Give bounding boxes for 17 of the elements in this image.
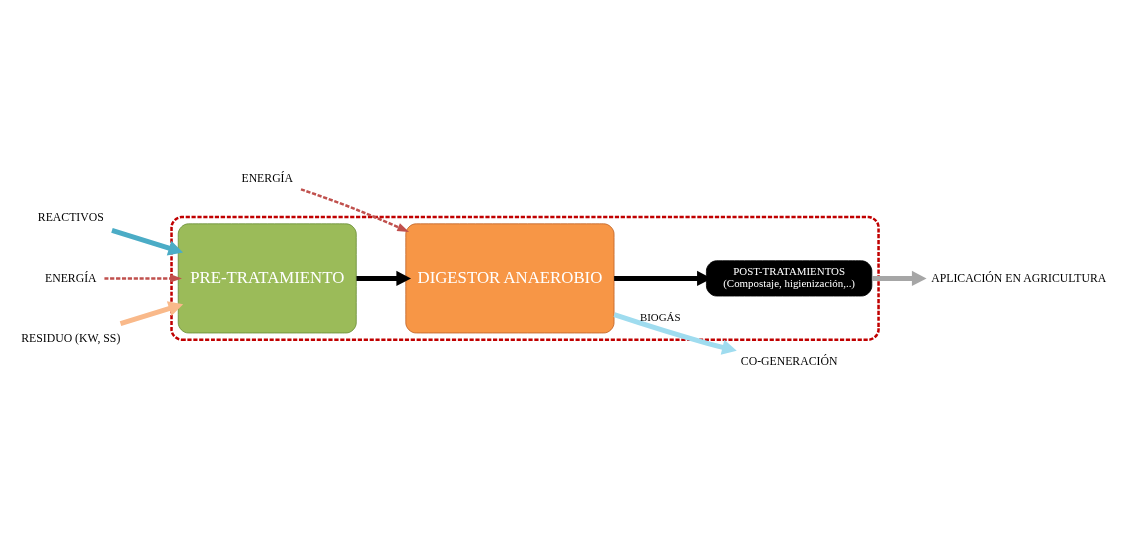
arrow bbox=[871, 270, 927, 287]
node-box: POST-TRATAMIENTOS (Compostaje, higienización,..) bbox=[706, 260, 873, 297]
arrow bbox=[356, 270, 412, 287]
node-text: RESIDUO (KW, SS) bbox=[21, 331, 121, 345]
arrow bbox=[104, 274, 182, 283]
node-text: CO-GENERACIÓN bbox=[740, 354, 838, 368]
arrow bbox=[300, 188, 410, 232]
node-text: ENERGÍA bbox=[44, 271, 97, 285]
arrow bbox=[613, 312, 737, 355]
arrow bbox=[111, 228, 184, 256]
node-box: PRE-TRATAMIENTO bbox=[177, 223, 357, 334]
node-box: DIGESTOR ANAEROBIO bbox=[405, 223, 615, 334]
node-text: ENERGÍA bbox=[241, 171, 294, 185]
node-text: APLICACIÓN EN AGRICULTURA bbox=[931, 271, 1107, 285]
edge-label: BIOGÁS bbox=[639, 310, 681, 323]
node-text: REACTIVOS bbox=[37, 211, 104, 225]
arrow bbox=[119, 301, 184, 327]
